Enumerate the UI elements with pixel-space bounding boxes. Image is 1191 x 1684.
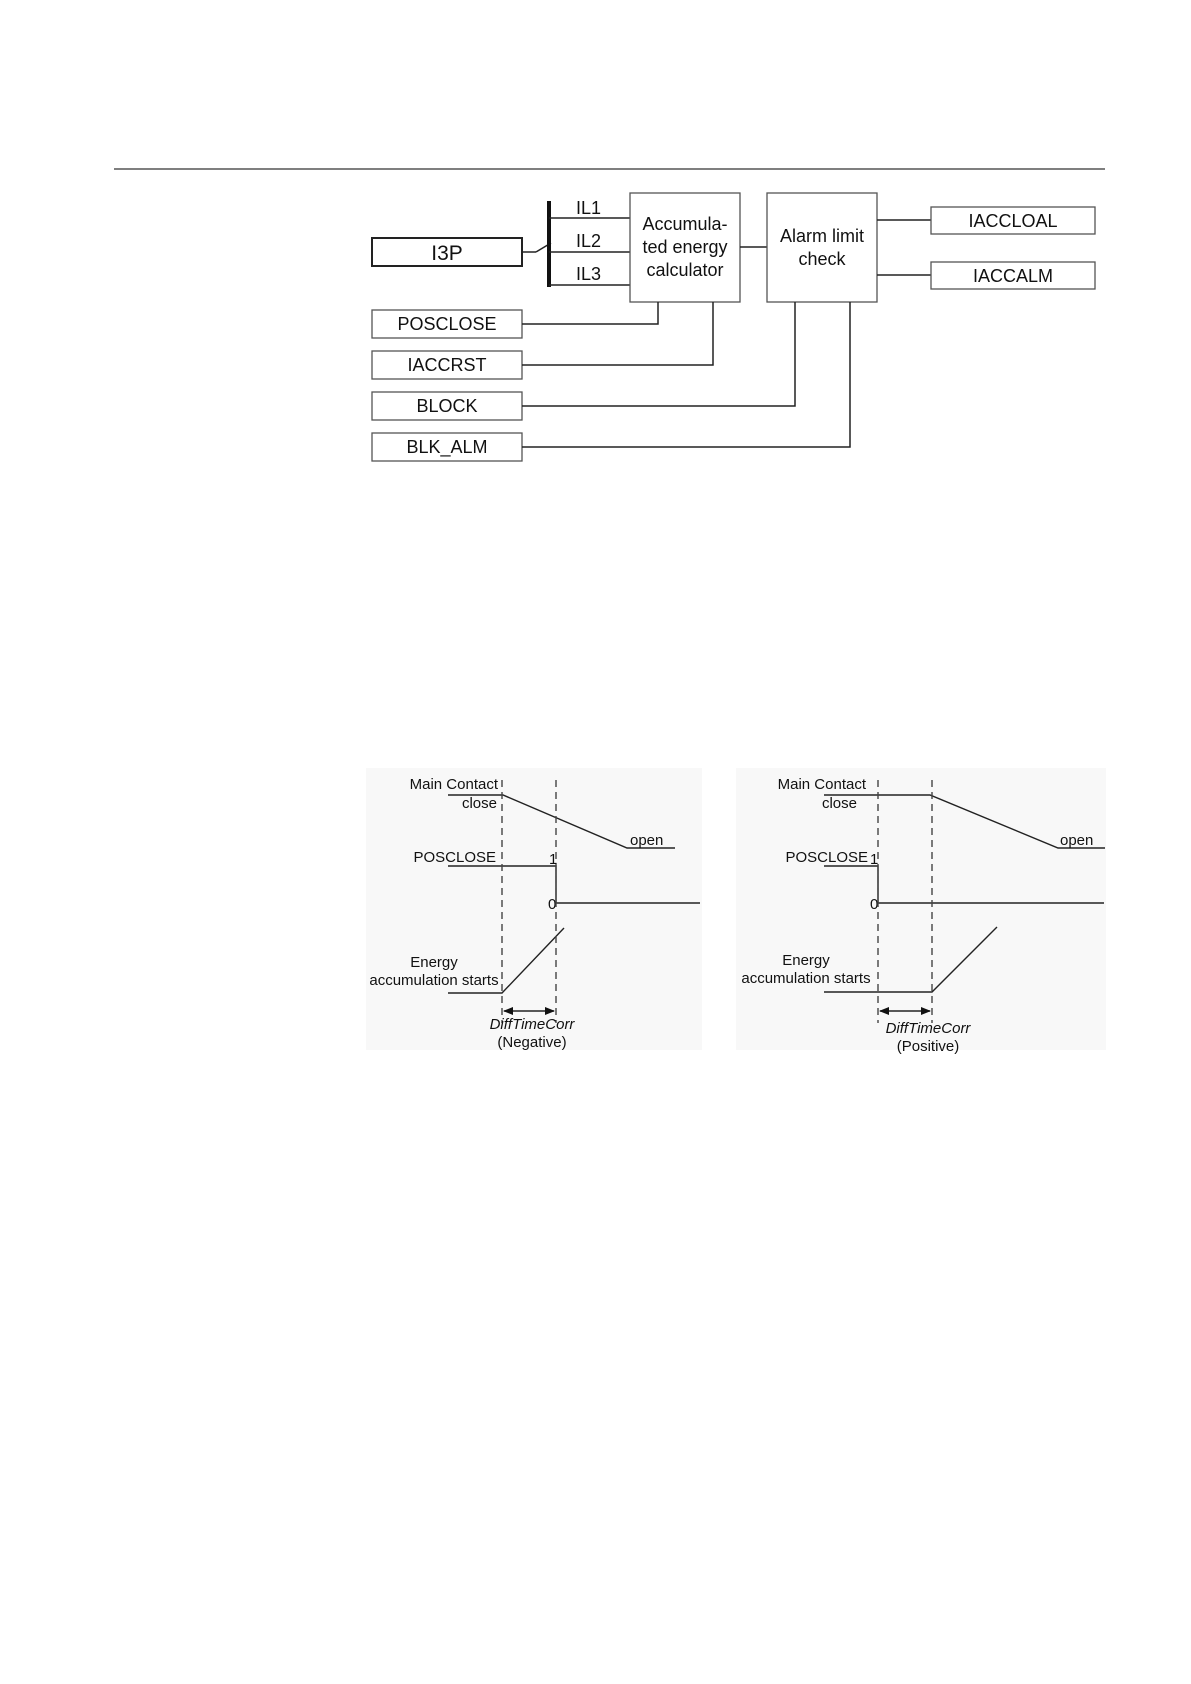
diff-sign-label: (Positive) <box>897 1038 960 1055</box>
posclose-level-zero: 0 <box>870 896 878 913</box>
calculator-label-line-2: ted energy <box>642 237 727 257</box>
diff-sign-label: (Negative) <box>497 1034 566 1051</box>
function-block-diagram: I3P IL1 IL2 IL3 Accumula- ted energy cal… <box>372 193 1095 461</box>
energy-label: Energy <box>782 952 830 969</box>
posclose-wire <box>522 302 658 324</box>
iaccalm-label: IACCALM <box>973 266 1053 286</box>
timing-diagram-negative: Main Contact close open POSCLOSE 1 0 Ene… <box>366 768 702 1051</box>
close-label: close <box>462 795 497 812</box>
posclose-level-zero: 0 <box>548 896 556 913</box>
posclose-signal-label: POSCLOSE <box>413 849 496 866</box>
timing-diagram-positive: Main Contact close open POSCLOSE 1 0 Ene… <box>736 768 1106 1055</box>
diff-time-corr-label: DiffTimeCorr <box>886 1020 972 1037</box>
posclose-level-one: 1 <box>870 851 878 868</box>
open-label: open <box>630 832 663 849</box>
iaccrst-input-label: IACCRST <box>407 355 486 375</box>
alarm-limit-check-block <box>767 193 877 302</box>
blk-alm-input-label: BLK_ALM <box>406 437 487 458</box>
calculator-label-line-1: Accumula- <box>642 214 727 234</box>
energy-label: Energy <box>410 954 458 971</box>
accumulation-starts-label: accumulation starts <box>741 970 870 987</box>
posclose-input-label: POSCLOSE <box>397 314 496 334</box>
main-contact-label: Main Contact <box>410 776 499 793</box>
main-contact-label: Main Contact <box>778 776 867 793</box>
il1-label: IL1 <box>576 198 601 218</box>
iaccrst-wire <box>522 302 713 365</box>
alarm-label-line-2: check <box>798 249 846 269</box>
il2-label: IL2 <box>576 231 601 251</box>
iaccloal-label: IACCLOAL <box>968 211 1057 231</box>
i3p-label: I3P <box>431 242 463 265</box>
alarm-label-line-1: Alarm limit <box>780 226 864 246</box>
timing-panel-positive <box>736 768 1106 1050</box>
timing-panel-negative <box>366 768 702 1050</box>
block-input-label: BLOCK <box>416 396 477 416</box>
calculator-label-line-3: calculator <box>646 260 723 280</box>
close-label: close <box>822 795 857 812</box>
il3-label: IL3 <box>576 264 601 284</box>
diff-time-corr-label: DiffTimeCorr <box>490 1016 576 1033</box>
accumulation-starts-label: accumulation starts <box>369 972 498 989</box>
posclose-signal-label: POSCLOSE <box>785 849 868 866</box>
open-label: open <box>1060 832 1093 849</box>
